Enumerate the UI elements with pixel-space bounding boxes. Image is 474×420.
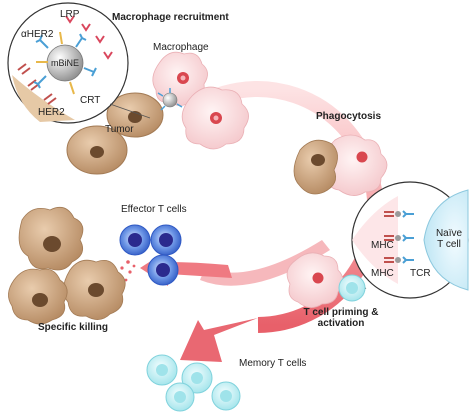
mbine-bead-bridge [157,88,183,111]
macrophage-label: Macrophage [153,42,209,53]
naive-line2: T cell [437,239,461,250]
tumor-label: Tumor [105,124,134,135]
lrp-label: LRP [60,9,80,20]
mbine-label: mBiNE [51,58,80,68]
naive-t-cell-label: Naïve T cell [432,228,466,250]
t-cell-priming-line1: T cell priming & [303,307,379,318]
t-cell-priming-label: T cell priming & activation [296,307,386,329]
t-cell-priming-line2: activation [317,318,365,329]
macrophage-recruitment-label: Macrophage recruitment [112,12,229,23]
effector-t-cells-label: Effector T cells [121,204,187,215]
mbine-inset [7,2,129,124]
naive-line1: Naïve [435,228,463,239]
tumor-cluster-top [66,92,164,175]
phagocytosis-label: Phagocytosis [316,111,382,122]
mhc-bottom-label: MHC [371,268,394,279]
tcr-label: TCR [410,268,431,279]
macrophage-mid [181,86,249,150]
effector-t-cells [116,224,182,286]
priming-cells [286,252,366,308]
dying-tumor-cells [8,206,126,325]
phagocytosis-cells [293,134,388,196]
aher2-label: αHER2 [21,29,54,40]
inset-connector [109,103,151,119]
mhc-top-label: MHC [371,240,394,251]
memory-t-cells [146,354,241,412]
specific-killing-label: Specific killing [38,322,109,333]
crt-label: CRT [80,95,101,106]
memory-t-cells-label: Memory T cells [239,358,307,369]
tcell-priming-inset [351,181,469,299]
her2-label: HER2 [38,107,65,118]
